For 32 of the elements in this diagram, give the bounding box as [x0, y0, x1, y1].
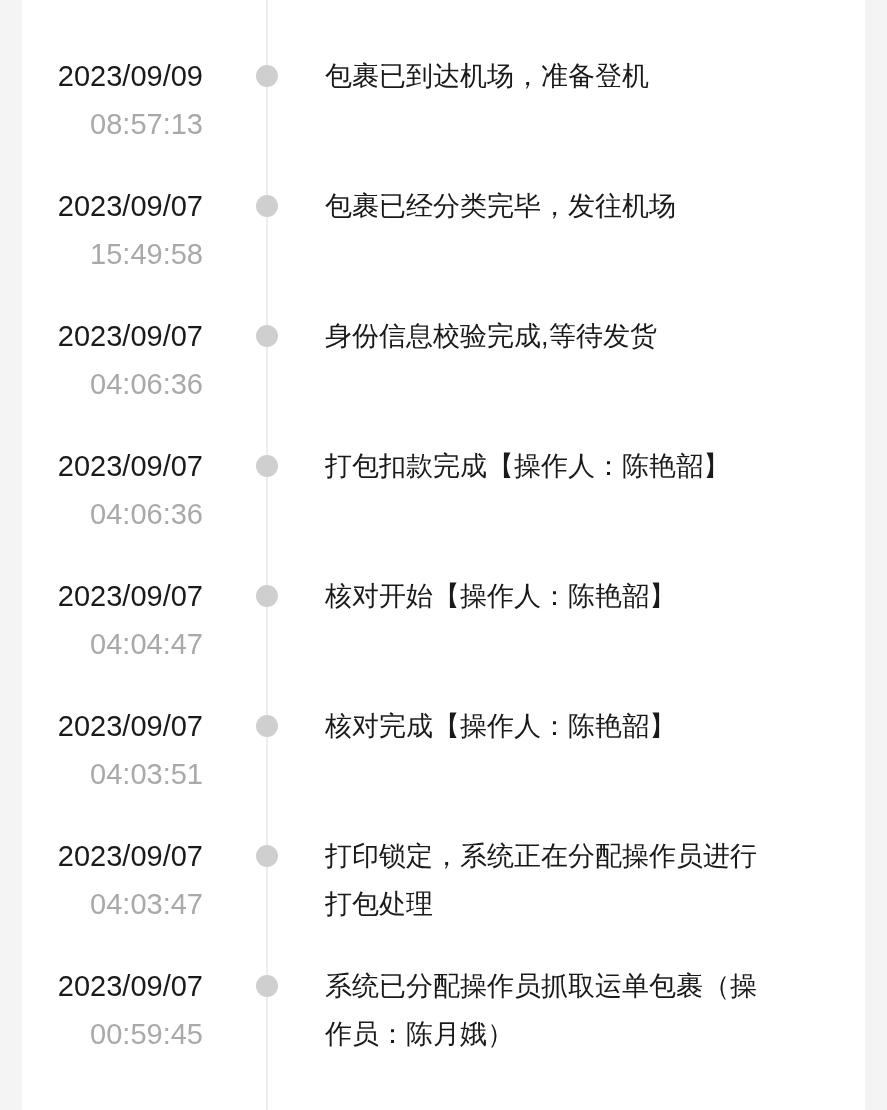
status-text: 包裹已到达机场，准备登机	[325, 60, 649, 93]
date-text: 2023/09/07	[57, 319, 203, 354]
status-text: 包裹已经分类完毕，发往机场	[325, 190, 676, 223]
timeline-dot	[256, 325, 278, 347]
date-text: 2023/09/07	[57, 189, 203, 224]
timeline-dot	[256, 65, 278, 87]
date-text: 2023/09/09	[57, 59, 203, 94]
date-text: 2023/09/07	[57, 449, 203, 484]
status-text: 系统已分配操作员抓取运单包裹（操作员：陈月娥）	[325, 970, 758, 1051]
status-text: 核对完成【操作人：陈艳韶】	[325, 710, 676, 743]
date-text: 2023/09/07	[57, 709, 203, 744]
time-text: 04:06:36	[90, 497, 203, 532]
time-text: 08:57:13	[90, 107, 203, 142]
date-text: 2023/09/07	[57, 839, 203, 874]
timeline-dot	[256, 585, 278, 607]
timeline-dot	[256, 455, 278, 477]
time-text: 04:04:47	[90, 627, 203, 662]
timeline-dot	[256, 195, 278, 217]
time-text: 15:49:58	[90, 237, 203, 272]
time-text: 04:03:47	[90, 887, 203, 922]
status-text: 打印锁定，系统正在分配操作员进行打包处理	[325, 840, 758, 921]
timeline-dot	[256, 715, 278, 737]
date-text: 2023/09/07	[57, 579, 203, 614]
date-text: 2023/09/07	[57, 969, 203, 1004]
status-text: 身份信息校验完成,等待发货	[325, 320, 657, 353]
time-text: 00:59:45	[90, 1017, 203, 1052]
timeline-dot	[256, 975, 278, 997]
time-text: 04:03:51	[90, 757, 203, 792]
status-text: 核对开始【操作人：陈艳韶】	[325, 580, 676, 613]
status-text: 打包扣款完成【操作人：陈艳韶】	[325, 450, 730, 483]
timeline-dot	[256, 845, 278, 867]
time-text: 04:06:36	[90, 367, 203, 402]
